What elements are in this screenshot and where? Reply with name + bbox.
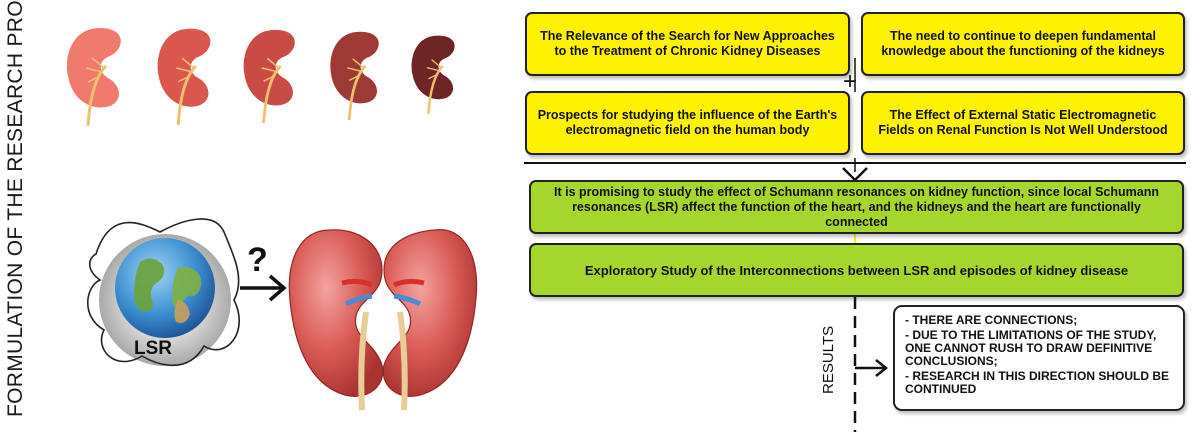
- result-item: - DUE TO THE LIMITATIONS OF THE STUDY, O…: [905, 328, 1157, 368]
- kidney-icon: [411, 35, 455, 115]
- kidney-icon: [157, 28, 211, 125]
- continent-shape: [174, 300, 190, 323]
- box-fundamental-knowledge: The need to continue to deepen fundament…: [861, 12, 1185, 76]
- question-mark: ?: [247, 241, 268, 279]
- result-item: - RESEARCH IN THIS DIRECTION SHOULD BE C…: [905, 369, 1170, 396]
- box-static-fields: The Effect of External Static Electromag…: [861, 91, 1185, 155]
- plus-sign: +: [843, 68, 858, 95]
- box-exploratory-study: Exploratory Study of the Interconnection…: [529, 243, 1184, 297]
- result-item: - THERE ARE CONNECTIONS;: [905, 313, 1078, 327]
- kidney-icon: [67, 28, 121, 127]
- box-relevance: The Relevance of the Search for New Appr…: [525, 12, 850, 76]
- renal-artery: [393, 278, 425, 288]
- left-ureter: [358, 311, 369, 411]
- right-ureter: [397, 311, 408, 411]
- continent-shape: [172, 267, 202, 308]
- renal-vein: [393, 293, 422, 307]
- earth-illustration: [87, 218, 240, 367]
- box-promising: It is promising to study the effect of S…: [529, 180, 1184, 234]
- box-prospects: Prospects for studying the influence of …: [525, 91, 850, 155]
- results-box: - THERE ARE CONNECTIONS; - DUE TO THE LI…: [893, 305, 1185, 411]
- continent-shape: [134, 258, 165, 312]
- renal-artery: [341, 278, 373, 288]
- arrow-to-kidneys: [240, 274, 287, 302]
- kidney-pair-illustration: [288, 229, 478, 411]
- renal-vein: [344, 293, 373, 307]
- results-label: RESULTS: [820, 325, 837, 394]
- lsr-label: LSR: [134, 338, 172, 359]
- kidney-icon: [330, 31, 379, 121]
- resonance-wave-line: [87, 218, 240, 367]
- kidney-icon: [243, 29, 295, 124]
